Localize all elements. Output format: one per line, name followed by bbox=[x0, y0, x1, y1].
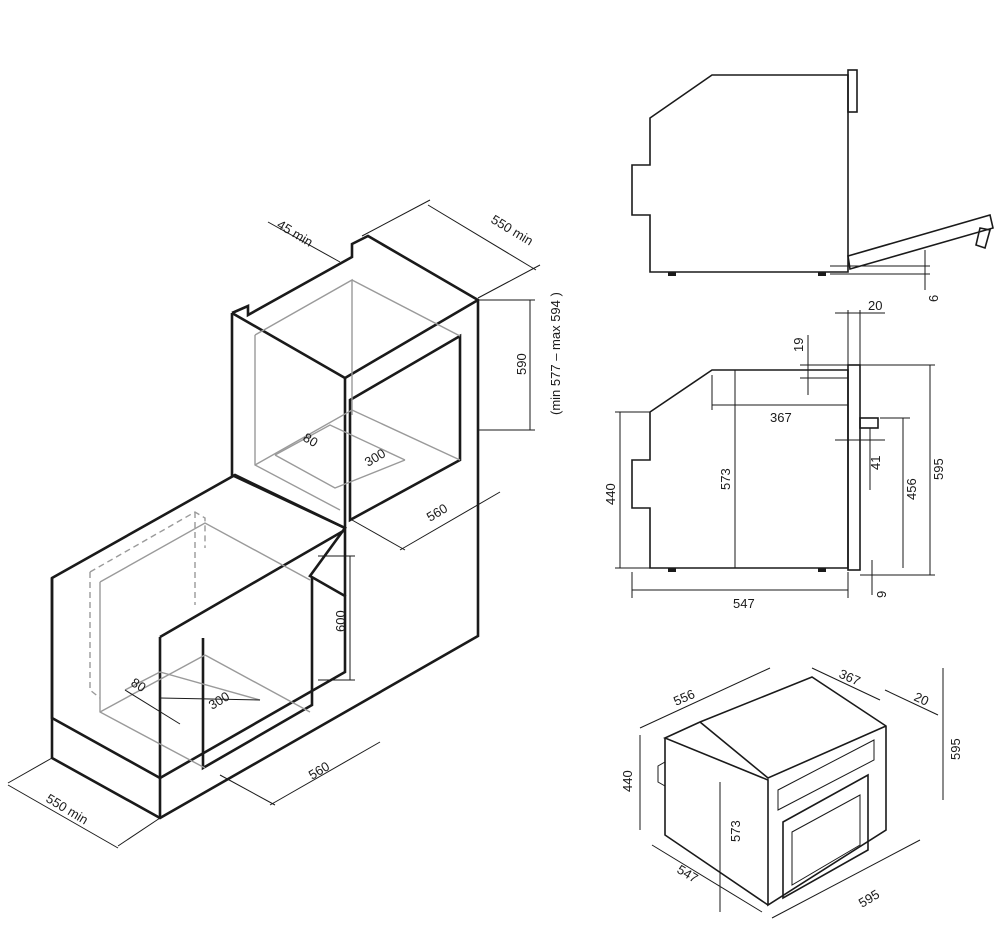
open-oven-foot-front bbox=[818, 272, 826, 276]
iso-oven-top-edge bbox=[699, 721, 887, 779]
iso-oven-view: 556 367 20 595 440 573 547 595 bbox=[620, 666, 963, 919]
open-oven-control-panel bbox=[847, 69, 858, 113]
rear-height-label: 440 bbox=[603, 483, 618, 505]
tall-width-label: 560 bbox=[424, 501, 450, 525]
iso-total-height-label: 595 bbox=[948, 738, 963, 760]
tall-width-dim-line bbox=[399, 491, 501, 551]
base-cabinet-front-top bbox=[159, 527, 347, 639]
base-vent-line bbox=[124, 689, 181, 725]
iso-top-depth-label: 367 bbox=[837, 666, 863, 689]
closed-oven-handle bbox=[859, 417, 879, 429]
base-inner-top bbox=[99, 522, 311, 583]
base-cabinet-outline bbox=[50, 473, 347, 780]
tall-vent-cutout-2 bbox=[274, 454, 406, 489]
gap-label: 45 min bbox=[274, 217, 315, 250]
iso-width-label: 595 bbox=[856, 887, 882, 911]
tall-depth-ext-1 bbox=[361, 199, 431, 237]
iso-oven-left-side bbox=[664, 738, 769, 906]
iso-oven-door bbox=[782, 773, 869, 900]
iso-body-depth-label: 547 bbox=[674, 862, 700, 886]
tall-height-range-label: (min 577 – max 594 ) bbox=[548, 292, 563, 415]
door-height-label: 456 bbox=[904, 478, 919, 500]
open-oven-handle bbox=[975, 227, 992, 250]
body-height-label: 573 bbox=[718, 468, 733, 490]
iso-oven-window bbox=[791, 794, 861, 886]
tall-depth-ext-2 bbox=[477, 264, 541, 299]
tall-height-label: 590 bbox=[514, 353, 529, 375]
total-height-label: 595 bbox=[931, 458, 946, 480]
base-vent-cutout bbox=[124, 671, 261, 701]
top-depth-label: 367 bbox=[770, 410, 792, 425]
tall-vent-depth-label: 80 bbox=[300, 430, 320, 450]
base-vent-depth-label: 80 bbox=[128, 675, 148, 695]
iso-oven-rear-vent bbox=[657, 761, 666, 787]
base-width-label: 560 bbox=[306, 759, 332, 783]
tall-cabinet-outline bbox=[231, 234, 480, 512]
tall-vent-cutout bbox=[274, 424, 406, 461]
base-inner-floor bbox=[99, 654, 206, 713]
side-view-door-open: 6 bbox=[631, 69, 994, 302]
iso-oven-control-panel bbox=[777, 739, 875, 811]
base-width-dim-line bbox=[269, 741, 381, 806]
tall-inner-back bbox=[254, 278, 353, 415]
front-thickness-label: 20 bbox=[868, 298, 882, 313]
base-depth-dim-line bbox=[7, 784, 119, 849]
tall-cabinet-left bbox=[230, 313, 346, 530]
base-depth-ext-2 bbox=[117, 817, 161, 847]
base-vent-line-2 bbox=[159, 697, 261, 701]
iso-front-thickness-dim-line bbox=[884, 689, 939, 716]
tall-inner-floor bbox=[254, 409, 461, 466]
gap-dim-line bbox=[267, 221, 341, 263]
base-height-label: 600 bbox=[333, 610, 348, 632]
iso-side-depth-dim-line bbox=[639, 667, 771, 729]
tall-niche-opening bbox=[348, 333, 462, 523]
handle-gap-label: 41 bbox=[868, 456, 883, 470]
iso-width-dim-line bbox=[771, 839, 921, 919]
base-cabinet-body bbox=[50, 512, 480, 820]
open-oven-foot-rear bbox=[668, 272, 676, 276]
bottom-offset-label: 9 bbox=[874, 591, 889, 598]
base-vent-width-label: 300 bbox=[206, 689, 232, 713]
iso-top-depth-dim-line bbox=[811, 667, 881, 701]
base-depth-ext-1 bbox=[7, 757, 53, 784]
side-view-door-closed: 20 19 367 573 440 41 456 595 9 bbox=[603, 298, 946, 611]
tall-vent-width-label: 300 bbox=[362, 446, 388, 470]
body-depth-label: 547 bbox=[733, 596, 755, 611]
base-width-ext bbox=[219, 774, 276, 806]
top-offset-label: 19 bbox=[791, 338, 806, 352]
tall-inner-top bbox=[351, 279, 461, 337]
closed-oven-foot-rear bbox=[668, 568, 676, 572]
cabinet-dimensions: 550 min 45 min 590 (min 577 – max 594 ) … bbox=[7, 199, 563, 849]
closed-oven-body bbox=[631, 369, 849, 569]
closed-oven-door bbox=[847, 364, 861, 571]
iso-body-height-label: 573 bbox=[728, 820, 743, 842]
base-inner-left bbox=[99, 582, 206, 769]
tall-depth-label: 550 min bbox=[488, 212, 535, 249]
iso-side-depth-label: 556 bbox=[671, 686, 697, 709]
iso-rear-height-label: 440 bbox=[620, 770, 635, 792]
base-hidden-back bbox=[89, 511, 206, 573]
cabinet-drawing bbox=[50, 234, 480, 820]
closed-oven-foot-front bbox=[818, 568, 826, 572]
tall-cabinet-top-front bbox=[231, 298, 479, 380]
tall-width-ext bbox=[351, 519, 406, 551]
iso-body-depth-dim-line bbox=[651, 844, 763, 913]
open-oven-body bbox=[631, 74, 849, 273]
iso-front-thickness-label: 20 bbox=[912, 689, 931, 709]
base-niche-opening bbox=[201, 578, 314, 771]
door-drop-label: 6 bbox=[926, 295, 941, 302]
base-hidden-left bbox=[89, 572, 101, 699]
base-inner-floor-right bbox=[204, 654, 311, 713]
tall-depth-dim-line bbox=[427, 204, 537, 271]
open-oven-door bbox=[847, 213, 994, 271]
